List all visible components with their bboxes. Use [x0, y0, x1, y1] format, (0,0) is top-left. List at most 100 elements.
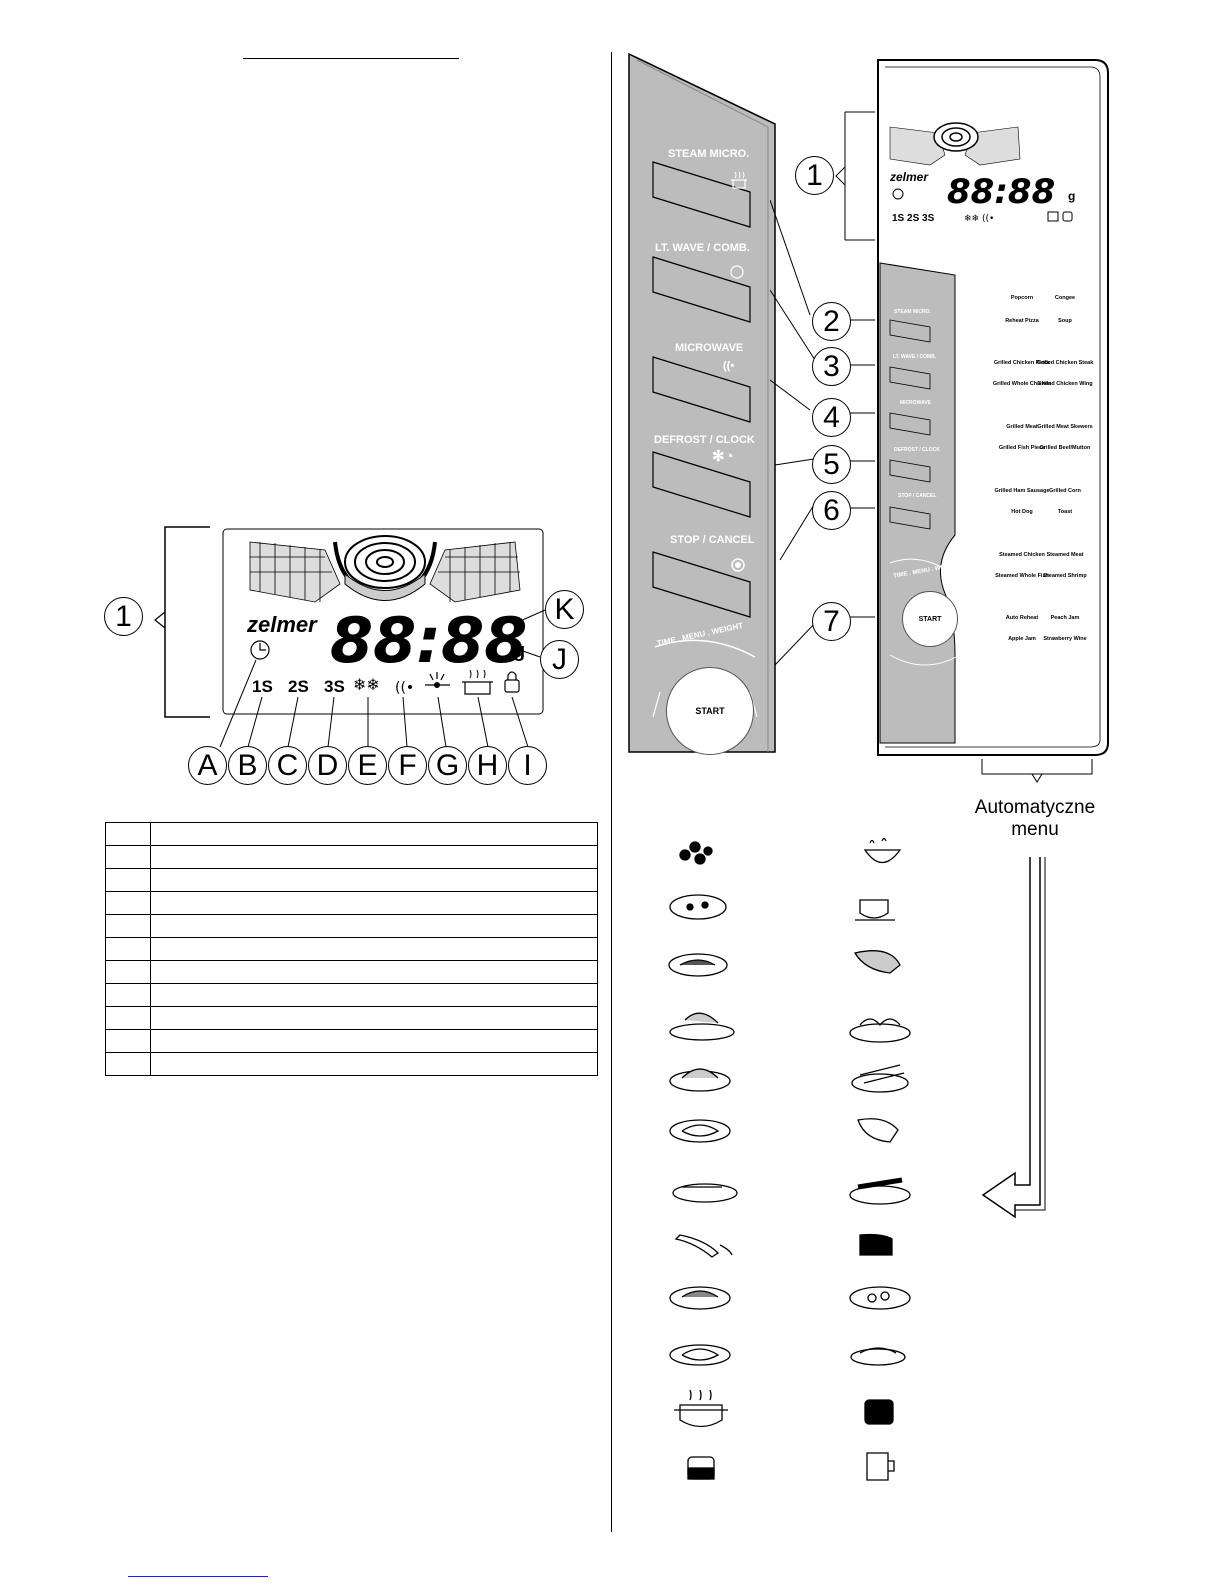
beef-icon [857, 1118, 899, 1143]
menu-label: Grilled Meat Skewers [1037, 424, 1093, 430]
lcd-diagram: zelmer 88:88 g 1S 2S 3S ❄❄ ((• [154, 526, 546, 748]
small-label-microwave: MICROWAVE [900, 400, 932, 406]
callout-k: K [545, 590, 584, 629]
whole-chicken-icon [669, 1012, 735, 1041]
auto-reheat-icon [674, 1389, 728, 1428]
menu-label: Steamed Whole Fish [995, 573, 1049, 579]
steamed-meat-icon [849, 1286, 911, 1310]
small-label-defrost: DEFROST / CLOCK [894, 447, 940, 453]
menu-label: Soup [1058, 318, 1072, 324]
menu-label: Strawberry Wine [1043, 636, 1087, 642]
button-label-microwave: MICROWAVE [675, 342, 744, 354]
callout-3: 3 [812, 347, 851, 386]
defrost-icon: ✻◔ [712, 448, 734, 465]
svg-text:zelmer: zelmer [889, 170, 929, 184]
callout-i: I [508, 746, 547, 785]
apple-jam-icon [687, 1456, 715, 1480]
menu-label: Grilled Ham Sausage [994, 488, 1050, 494]
table-row [105, 983, 598, 1007]
menu-label: Grilled Meat [1006, 424, 1038, 430]
congee-icon [863, 837, 902, 864]
sausage-icon [672, 1183, 738, 1203]
button-label-stop: STOP / CANCEL [670, 534, 755, 546]
column-divider [611, 52, 612, 1532]
start-button-large[interactable]: START [666, 667, 754, 755]
callout-a: A [188, 746, 227, 785]
svg-text:88:88: 88:88 [947, 172, 1055, 212]
menu-label: Grilled Chicken Piece [993, 360, 1051, 366]
callout-5: 5 [812, 445, 851, 484]
skewer-icon [851, 1064, 909, 1093]
pizza-icon [669, 894, 727, 920]
lcd-digits: 88:88 [330, 604, 527, 677]
auto-menu-arrow [981, 759, 1093, 1219]
callout-f: F [388, 746, 427, 785]
menu-label: Hot Dog [1011, 509, 1033, 515]
menu-label: Grilled Beef/Mutton [1039, 445, 1091, 451]
menu-label: Apple Jam [1008, 636, 1036, 642]
callout-d: D [308, 746, 347, 785]
lcd-brand: zelmer [246, 612, 318, 637]
table-row [105, 845, 598, 869]
title-rule [243, 58, 459, 59]
start-button-small[interactable]: START [902, 591, 958, 647]
callout-1-left: 1 [104, 597, 143, 636]
lcd-unit: g [513, 640, 525, 662]
steamed-fish-icon [669, 1344, 731, 1366]
small-label-steam: STEAM MICRO. [894, 309, 931, 315]
fish-piece-icon [669, 1119, 731, 1143]
small-label-ltwave: LT. WAVE / COMB. [893, 354, 937, 360]
table-row [105, 960, 598, 984]
menu-label: Congee [1054, 295, 1076, 301]
menu-label: Grilled Chicken Steak [1036, 360, 1094, 366]
callout-b: B [228, 746, 267, 785]
button-label-ltwave: LT. WAVE / COMB. [655, 242, 750, 254]
panel-callout-lines [770, 200, 821, 666]
grilled-meat-icon [669, 1068, 731, 1092]
toast-icon [859, 1233, 893, 1256]
auto-menu-label: Automatyczne menu [974, 797, 1096, 840]
menu-label: Steamed Chicken [999, 552, 1045, 558]
table-row [105, 1052, 598, 1076]
menu-label: Steamed Meat [1046, 552, 1084, 558]
menu-label: Steamed Shrimp [1043, 573, 1087, 579]
table-row [105, 937, 598, 961]
callout-7: 7 [812, 602, 851, 641]
microwave-icon: ((• [723, 360, 735, 372]
callout-4: 4 [812, 398, 851, 437]
svg-text:((•: ((• [395, 680, 414, 696]
callout-h: H [468, 746, 507, 785]
hot-dog-icon [674, 1234, 733, 1258]
menu-label: Popcorn [1010, 295, 1034, 301]
small-label-stop: STOP / CANCEL [898, 493, 937, 499]
table-row [105, 868, 598, 892]
callout-c: C [268, 746, 307, 785]
chicken-steak-icon [853, 950, 901, 974]
callout-2: 2 [812, 302, 851, 341]
front-panel: zelmer 88:88 g 1S 2S 3S ❄❄ ((• [835, 59, 1109, 756]
strawberry-wine-icon [866, 1452, 895, 1481]
menu-label: Grilled Corn [1049, 488, 1081, 494]
svg-text:1S 2S 3S: 1S 2S 3S [892, 213, 935, 224]
legend-table [105, 822, 598, 1076]
callout-g: G [428, 746, 467, 785]
svg-text:g: g [1068, 189, 1075, 203]
chicken-piece-icon [668, 953, 728, 977]
svg-text:1S: 1S [252, 677, 273, 696]
footer-link-rule [128, 1576, 268, 1577]
steamed-shrimp-icon [850, 1347, 906, 1366]
button-label-defrost: DEFROST / CLOCK [654, 434, 755, 446]
svg-text:❄❄: ❄❄ [353, 675, 380, 694]
menu-label: Peach Jam [1050, 615, 1080, 621]
control-panel-large [628, 52, 776, 753]
table-row [105, 891, 598, 915]
chicken-wing-icon [849, 1018, 911, 1043]
svg-text:❄❄ ((•: ❄❄ ((• [964, 214, 994, 224]
corn-icon [849, 1177, 911, 1205]
menu-label: Grilled Whole Chicken [992, 381, 1052, 387]
table-row [105, 1006, 598, 1030]
callout-j: J [540, 640, 579, 679]
menu-label: Grilled Chicken Wing [1037, 381, 1093, 387]
popcorn-icon [679, 841, 713, 865]
table-row [105, 1029, 598, 1053]
